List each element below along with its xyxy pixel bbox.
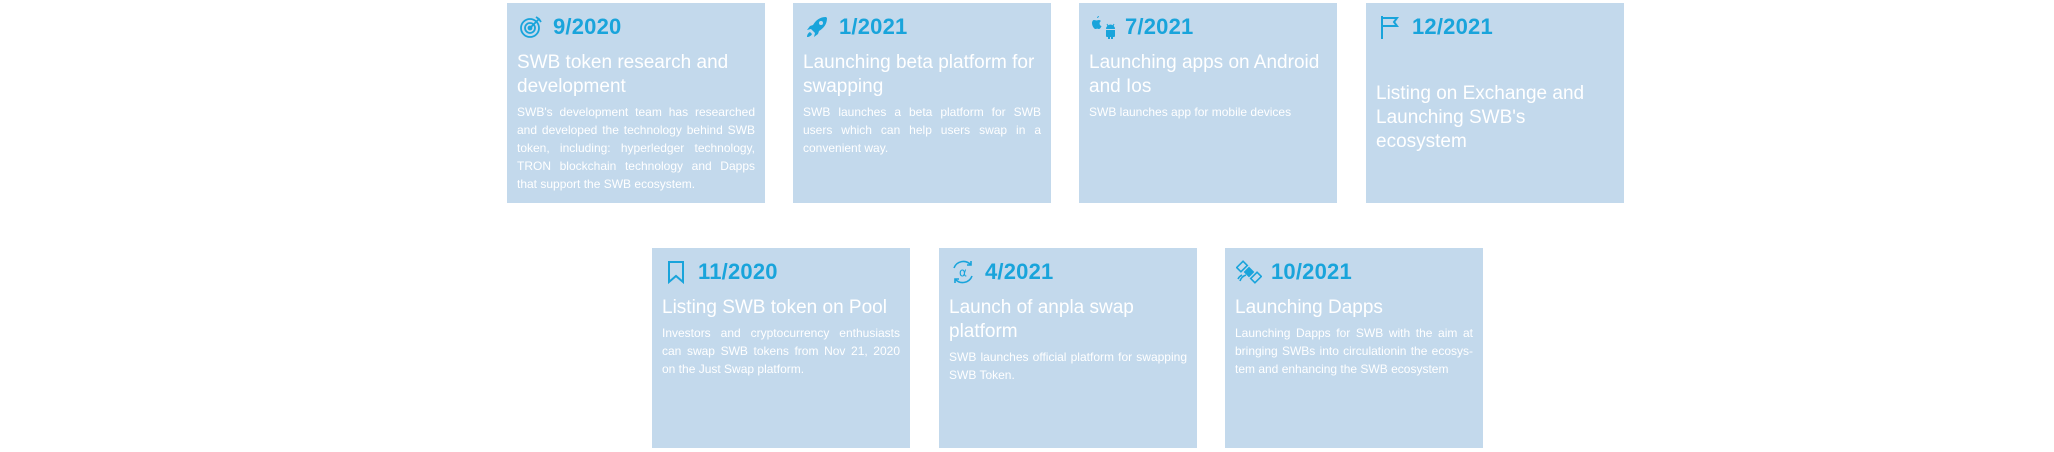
card-header: 10/2021: [1235, 258, 1473, 286]
roadmap-card-flag: 12/2021 Listing on Exchange and Launchin…: [1366, 3, 1624, 203]
card-description: SWB launches official platform for swapp…: [949, 350, 1187, 382]
card-header: α 4/2021: [949, 258, 1187, 286]
card-date: 7/2021: [1125, 14, 1194, 39]
card-description: SWB launches a beta platform for SWB use…: [803, 105, 1041, 155]
bookmark-icon: [662, 258, 690, 286]
card-description: SWB launches app for mobile devices: [1089, 105, 1292, 119]
roadmap-card-satellite: 10/2021 Launching Dapps Launching Dapps …: [1225, 248, 1483, 448]
card-description: Launching Dapps for SWB with the aim at …: [1235, 326, 1473, 376]
rocket-icon: [803, 13, 831, 41]
roadmap-card-target: 9/2020 SWB token research and developmen…: [507, 3, 765, 203]
card-date: 4/2021: [985, 259, 1054, 284]
card-date: 1/2021: [839, 14, 908, 39]
card-header: 1/2021: [803, 13, 1041, 41]
card-description: Investors and cryptocurrency enthusiasts…: [662, 326, 900, 376]
card-title: Launching apps on Android and Ios: [1089, 52, 1320, 97]
card-title: Launch of anpla swap platform: [949, 297, 1134, 342]
card-header: 9/2020: [517, 13, 755, 41]
card-date: 10/2021: [1271, 259, 1352, 284]
roadmap-card-bookmark: 11/2020 Listing SWB token on Pool Invest…: [652, 248, 910, 448]
svg-text:α: α: [959, 266, 967, 280]
card-date: 11/2020: [698, 259, 778, 284]
card-title: Launching beta platform for swapping: [803, 52, 1035, 97]
card-title: Launching Dapps: [1235, 297, 1383, 318]
roadmap-card-rocket: 1/2021 Launching beta platform for swapp…: [793, 3, 1051, 203]
card-title: Listing SWB token on Pool: [662, 297, 887, 318]
flag-icon: [1376, 13, 1404, 41]
apple-android-icon: [1089, 13, 1117, 41]
card-date: 12/2021: [1412, 14, 1493, 39]
card-header: 11/2020: [662, 258, 900, 286]
card-description: SWB's development team has researched an…: [517, 105, 755, 191]
alpha-coin-icon: α: [949, 258, 977, 286]
target-icon: [517, 13, 545, 41]
card-header: 12/2021: [1376, 13, 1614, 41]
card-title: SWB token research and development: [517, 52, 729, 97]
satellite-icon: [1235, 258, 1263, 286]
roadmap-card-alpha: α 4/2021 Launch of anpla swap platform S…: [939, 248, 1197, 448]
card-date: 9/2020: [553, 14, 622, 39]
roadmap-card-mobile: 7/2021 Launching apps on Android and Ios…: [1079, 3, 1337, 203]
card-title: Listing on Exchange and Launching SWB's …: [1376, 83, 1585, 152]
card-header: 7/2021: [1089, 13, 1327, 41]
